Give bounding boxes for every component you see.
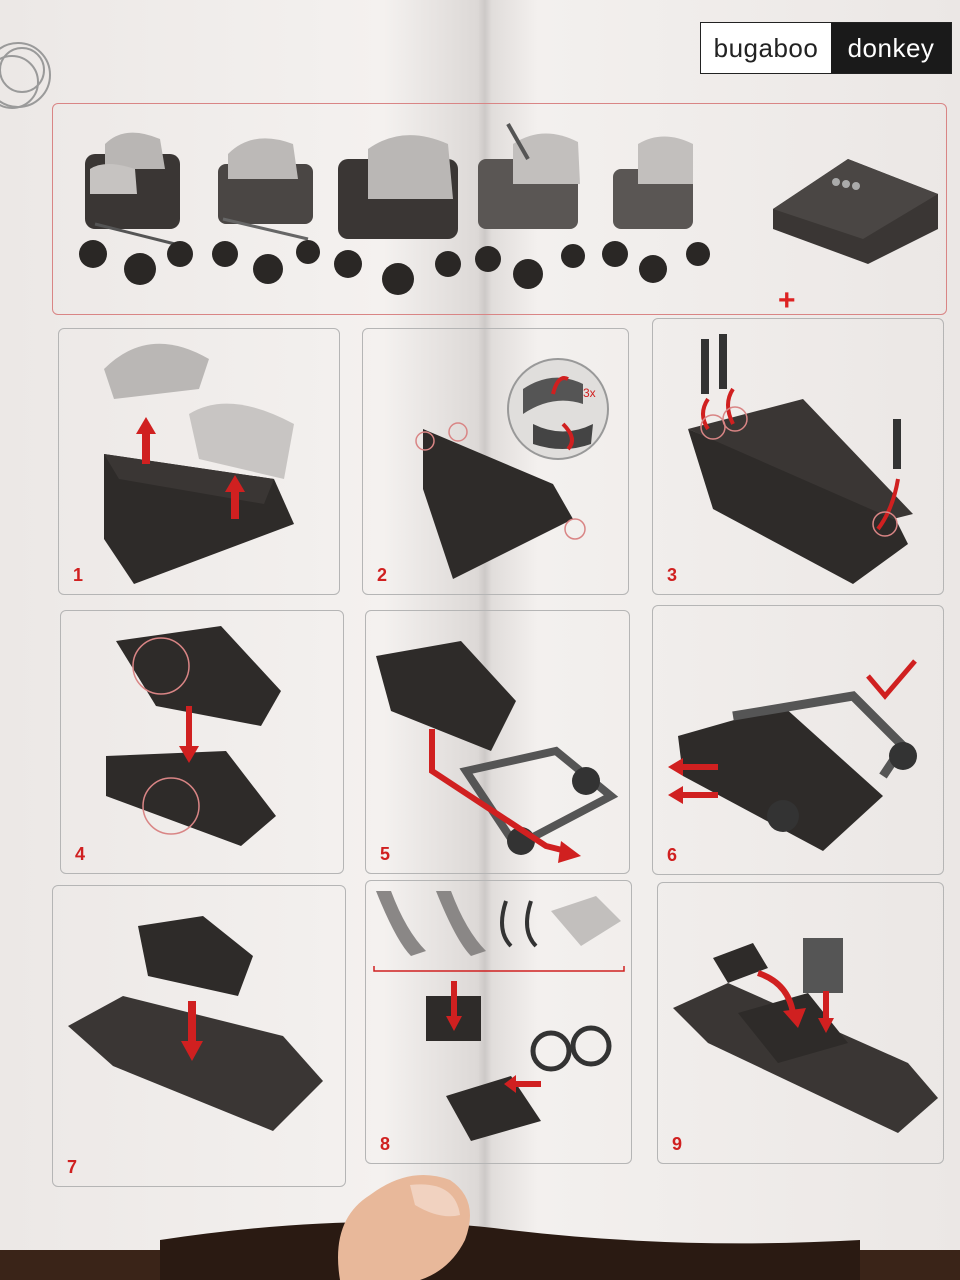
brand-left: bugaboo <box>713 32 819 63</box>
step-6-panel: 6 <box>652 605 944 875</box>
step-3-panel: 3 <box>652 318 944 595</box>
step-4-panel: 4 <box>60 610 344 874</box>
step-6-illustration <box>668 659 917 851</box>
step-number: 2 <box>377 565 388 585</box>
step-number: 4 <box>75 844 86 864</box>
stroller-configurations <box>79 123 938 295</box>
transport-bag <box>773 159 938 264</box>
hand-shadow <box>160 1222 860 1280</box>
step-9-panel: 9 <box>657 882 944 1164</box>
step-8-illustration <box>373 891 625 1141</box>
step-number: 5 <box>380 844 391 864</box>
brand-right: donkey <box>831 23 951 73</box>
step-5-illustration <box>376 641 619 863</box>
thumb <box>338 1175 470 1280</box>
step-1-illustration <box>104 343 294 584</box>
step-number: 3 <box>667 565 678 585</box>
step-number: 1 <box>73 565 84 585</box>
step-number: 8 <box>380 1134 391 1154</box>
step-7-illustration <box>68 916 323 1131</box>
step-2-panel: 3x 2 <box>362 328 629 595</box>
step-3-illustration <box>688 334 913 584</box>
stroller-twin-cots <box>79 132 193 285</box>
stroller-twin-seats <box>212 138 320 284</box>
step-5-panel: 5 <box>365 610 630 874</box>
stroller-cot-seat <box>334 135 461 295</box>
brand-logo: bugaboo donkey <box>700 22 952 74</box>
repeat-badge: 3x <box>583 386 596 400</box>
page-fold <box>478 0 492 1250</box>
stroller-mono-cot <box>475 123 585 289</box>
plus-sign: + <box>778 284 796 317</box>
step-2-illustration: 3x <box>415 358 609 579</box>
configuration-panel: + <box>52 103 947 317</box>
step-1-panel: 1 <box>58 328 340 595</box>
step-number: 7 <box>67 1157 78 1177</box>
step-7-panel: 7 <box>52 885 346 1187</box>
step-9-illustration <box>673 938 938 1133</box>
stroller-mono-seat <box>602 136 710 283</box>
bugaboo-rings-icon <box>0 42 51 109</box>
step-4-illustration <box>106 626 281 846</box>
step-number: 9 <box>672 1134 683 1154</box>
step-8-panel: 8 <box>365 880 632 1164</box>
step-number: 6 <box>667 845 678 865</box>
